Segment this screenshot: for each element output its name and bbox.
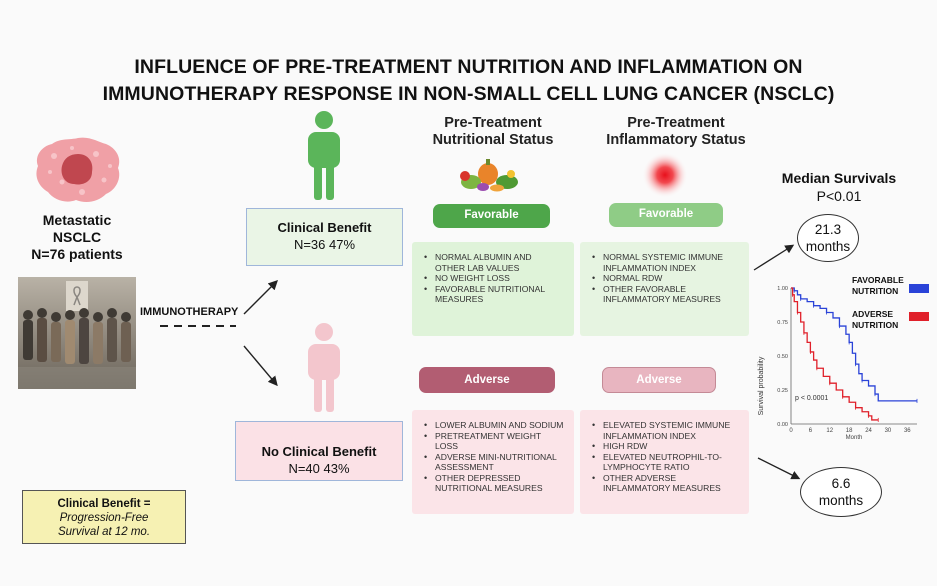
inflammation-adverse-list: ELEVATED SYSTEMIC IMMUNE INFLAMMATION IN… <box>590 420 739 494</box>
list-item: OTHER ADVERSE INFLAMMATORY MEASURES <box>590 473 739 494</box>
chart-y-axis-label: Survival probability <box>758 356 765 415</box>
list-item: OTHER FAVORABLE INFLAMMATORY MEASURES <box>590 284 739 305</box>
cohort-label: Metastatic NSCLC N=76 patients <box>18 212 136 263</box>
definition-line-3: Survival at 12 mo. <box>57 526 151 538</box>
chart-y-tick-label: 0.25 <box>777 388 788 394</box>
inflammation-header-line-2: Inflammatory Status <box>606 132 746 148</box>
list-item: HIGH RDW <box>590 441 739 452</box>
list-item: LOWER ALBUMIN AND SODIUM <box>422 420 564 431</box>
kaplan-meier-chart: Survival probability 0.00 0.25 0.50 0.75 1.0… <box>758 286 918 441</box>
no-clinical-benefit-label: No Clinical Benefit <box>261 444 377 459</box>
inflammation-adverse-panel: ELEVATED SYSTEMIC IMMUNE INFLAMMATION IN… <box>580 410 749 514</box>
chart-x-tick-label: 0 <box>789 428 793 434</box>
tumor-cell-icon <box>36 137 120 202</box>
chart-x-tick-label: 36 <box>904 428 911 434</box>
adverse-median-unit: months <box>818 493 864 508</box>
list-item: NORMAL SYSTEMIC IMMUNE INFLAMMATION INDE… <box>590 252 739 273</box>
favorable-median-ellipse: 21.3 months <box>797 214 859 262</box>
clinical-benefit-label: Clinical Benefit <box>277 220 372 235</box>
chart-pvalue-annotation: p < 0.0001 <box>795 395 828 402</box>
definition-line-1: Clinical Benefit = <box>57 498 151 510</box>
nutrition-header-line-2: Nutritional Status <box>432 132 554 148</box>
chart-series-line-1 <box>791 287 879 421</box>
nutrition-favorable-pill: Favorable <box>433 204 550 228</box>
no-clinical-benefit-box: No Clinical Benefit N=40 43% <box>235 421 403 481</box>
nutrition-adverse-panel: LOWER ALBUMIN AND SODIUMPRETREATMENT WEI… <box>412 410 574 514</box>
list-item: OTHER DEPRESSED NUTRITIONAL MEASURES <box>422 473 564 494</box>
nutrition-favorable-panel: NORMAL ALBUMIN AND OTHER LAB VALUESNO WE… <box>412 242 574 336</box>
list-item: ELEVATED SYSTEMIC IMMUNE INFLAMMATION IN… <box>590 420 739 441</box>
clinical-benefit-stats: N=36 47% <box>293 237 356 252</box>
list-item: FAVORABLE NUTRITIONAL MEASURES <box>422 284 564 305</box>
chart-y-tick-label: 0.00 <box>777 422 788 428</box>
definition-line-2: Progression-Free <box>59 512 149 524</box>
legend-favorable-label: FAVORABLE NUTRITION <box>852 275 904 296</box>
inflammation-favorable-pill: Favorable <box>609 203 723 227</box>
chart-y-tick-label: 0.75 <box>777 320 788 326</box>
inflammation-header-line-1: Pre-Treatment <box>627 115 725 131</box>
definition-box: Clinical Benefit = Progression-Free Surv… <box>22 490 186 544</box>
chart-x-tick-label: 24 <box>865 428 872 434</box>
title-line-2: IMMUNOTHERAPY RESPONSE IN NON-SMALL CELL… <box>102 83 835 105</box>
adverse-median-value: 6.6 <box>831 476 851 491</box>
nutrition-adverse-list: LOWER ALBUMIN AND SODIUMPRETREATMENT WEI… <box>422 420 564 494</box>
title-line-1: INFLUENCE OF PRE-TREATMENT NUTRITION AND… <box>134 56 803 78</box>
cohort-line-1: Metastatic <box>42 212 112 228</box>
list-item: ADVERSE MINI-NUTRITIONAL ASSESSMENT <box>422 452 564 473</box>
list-item: NO WEIGHT LOSS <box>422 273 564 284</box>
inflammation-favorable-list: NORMAL SYSTEMIC IMMUNE INFLAMMATION INDE… <box>590 252 739 305</box>
patients-illustration <box>18 277 136 389</box>
survival-arrows <box>753 244 801 480</box>
treatment-dashes <box>160 325 236 327</box>
nutrition-favorable-list: NORMAL ALBUMIN AND OTHER LAB VALUESNO WE… <box>422 252 564 305</box>
legend-adverse-swatch <box>909 312 929 321</box>
survival-heading: Median Survivals <box>781 170 897 186</box>
nutrition-adverse-pill: Adverse <box>419 367 555 393</box>
chart-x-tick-label: 30 <box>885 428 892 434</box>
list-item: PRETREATMENT WEIGHT LOSS <box>422 431 564 452</box>
chart-x-axis-label: Month <box>846 435 863 441</box>
nutrition-column-header: Pre-Treatment Nutritional Status <box>413 115 573 149</box>
benefit-person-icon <box>308 111 340 200</box>
legend-favorable-swatch <box>909 284 929 293</box>
treatment-label: IMMUNOTHERAPY <box>140 306 239 318</box>
chart-series-line-0 <box>791 287 917 402</box>
adverse-median-ellipse: 6.6 months <box>800 467 882 517</box>
inflammation-favorable-panel: NORMAL SYSTEMIC IMMUNE INFLAMMATION INDE… <box>580 242 749 336</box>
list-item: NORMAL RDW <box>590 273 739 284</box>
clinical-benefit-box: Clinical Benefit N=36 47% <box>246 208 403 266</box>
survival-pvalue: P<0.01 <box>816 188 862 204</box>
chart-x-tick-label: 12 <box>826 428 833 434</box>
nutrition-header-line-1: Pre-Treatment <box>444 115 542 131</box>
list-item: ELEVATED NEUTROPHIL-TO-LYMPHOCYTE RATIO <box>590 452 739 473</box>
no-benefit-person-icon <box>308 323 340 412</box>
branch-arrows <box>243 280 278 387</box>
favorable-median-value: 21.3 <box>814 222 842 237</box>
inflammation-column-header: Pre-Treatment Inflammatory Status <box>586 115 766 149</box>
chart-y-tick-label: 1.00 <box>777 286 788 292</box>
favorable-median-unit: months <box>805 239 851 254</box>
inflammation-glow-icon <box>642 152 688 198</box>
no-clinical-benefit-stats: N=40 43% <box>288 461 350 476</box>
legend-adverse-label: ADVERSE NUTRITION <box>852 309 899 330</box>
inflammation-adverse-pill: Adverse <box>602 367 716 393</box>
list-item: NORMAL ALBUMIN AND OTHER LAB VALUES <box>422 252 564 273</box>
cohort-line-3: N=76 patients <box>31 246 123 262</box>
chart-x-tick-label: 18 <box>846 428 853 434</box>
chart-y-tick-label: 0.50 <box>777 354 788 360</box>
vegetables-icon <box>460 159 518 192</box>
chart-x-tick-label: 6 <box>809 428 813 434</box>
cohort-line-2: NSCLC <box>52 229 102 245</box>
